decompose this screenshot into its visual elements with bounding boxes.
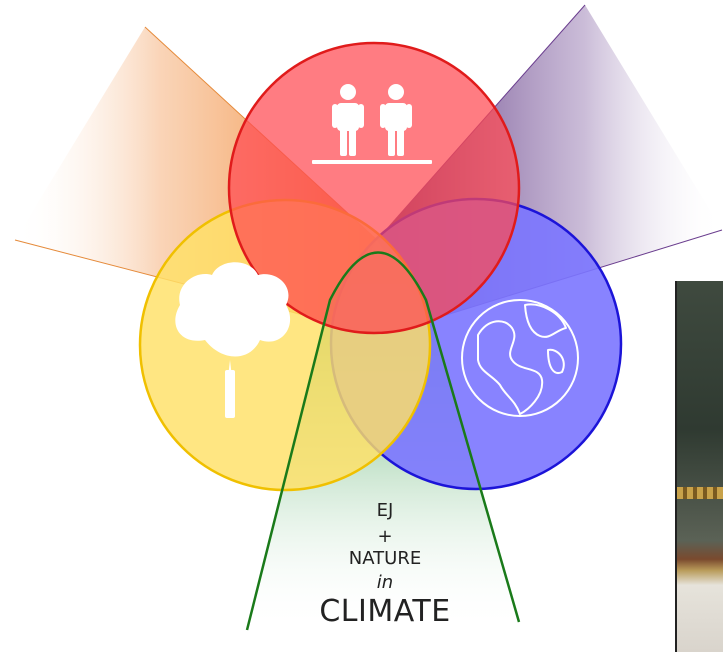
cone-outline [245, 251, 521, 631]
label-climate: CLIMATE [319, 594, 451, 629]
label-plus: + [377, 526, 393, 547]
people-circle [227, 41, 521, 335]
photo-gold-band [677, 487, 723, 499]
people-icon [312, 84, 432, 164]
tree-icon [175, 262, 291, 418]
photo-fragment [675, 281, 723, 652]
label-nature: NATURE [348, 548, 422, 569]
globe-icon [461, 299, 579, 417]
label-in: in [376, 572, 394, 593]
label-ej: EJ [376, 500, 394, 521]
